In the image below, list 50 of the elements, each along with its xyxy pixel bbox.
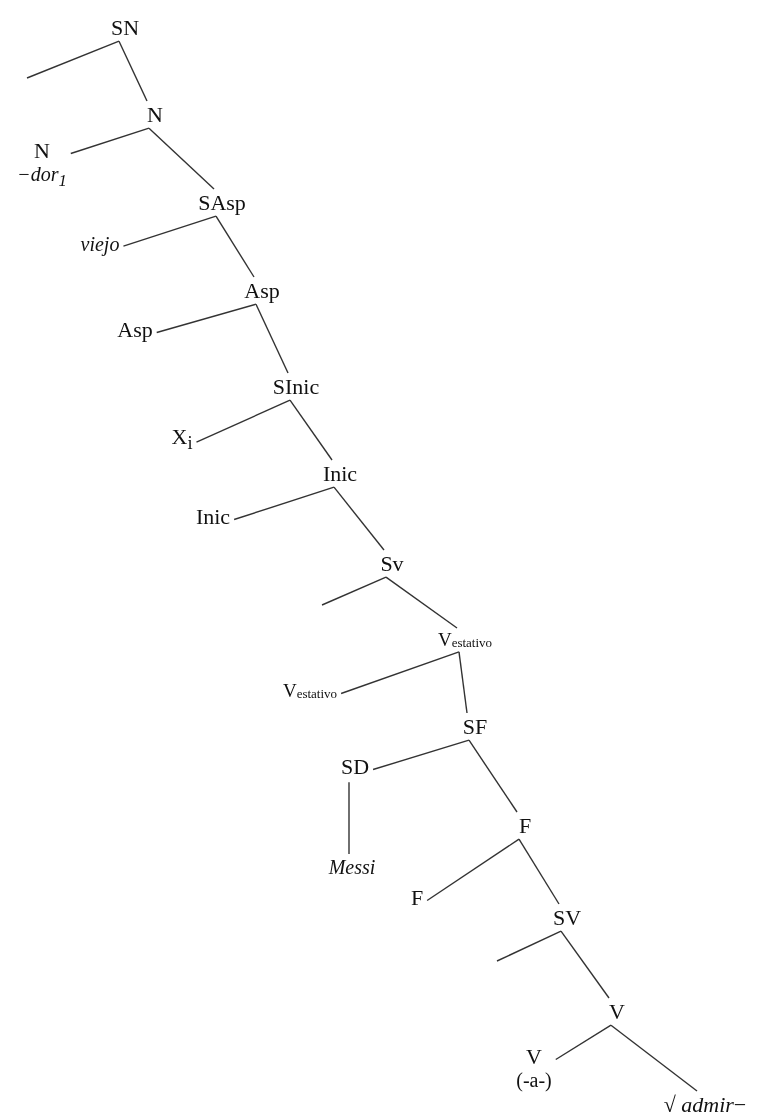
- tree-branch-line: [215, 215, 255, 278]
- tree-branch-line: [156, 303, 257, 334]
- tree-branch-line: [118, 40, 148, 102]
- tree-node-label: Asp: [117, 318, 153, 343]
- node-label: N: [33, 139, 51, 164]
- tree-node-label: V$_{estativo}$: [437, 630, 493, 651]
- tree-node-label: V: [609, 1000, 625, 1025]
- tree-branch-line: [610, 1024, 698, 1092]
- tree-node-label: viejo: [80, 233, 120, 255]
- tree-node-label: V$_{estativo}$: [282, 681, 338, 702]
- tree-node-label: Asp: [244, 279, 280, 304]
- tree-branch-line: [458, 651, 468, 714]
- empty-branch-line: [496, 930, 562, 962]
- node-label: V: [525, 1045, 543, 1070]
- node-sublabel: (-a-): [516, 1069, 552, 1092]
- tree-branch-line: [148, 127, 215, 190]
- tree-branch-line: [289, 399, 333, 461]
- tree-branch-line: [518, 838, 560, 905]
- tree-branch-line: [560, 930, 610, 999]
- empty-branch-line: [26, 40, 120, 79]
- tree-node-label: SD: [340, 755, 370, 780]
- tree-node-label: SF: [462, 715, 488, 740]
- tree-node-label: X$_{i}$: [171, 425, 193, 454]
- node-sublabel: −dor$_{1}$: [17, 163, 67, 191]
- tree-node-label: Inic: [322, 462, 358, 487]
- tree-node-label: Inic: [195, 505, 231, 530]
- tree-branch-line: [426, 838, 520, 902]
- tree-branch-line: [122, 215, 217, 247]
- tree-branch-line: [385, 576, 458, 629]
- tree-node-label: F: [518, 814, 532, 839]
- tree-node-label: SN: [110, 16, 140, 41]
- tree-node-label: √ admir−: [663, 1093, 747, 1118]
- tree-branch-line: [340, 651, 460, 695]
- tree-branch-line: [468, 739, 518, 813]
- tree-node-label: F: [410, 886, 424, 911]
- tree-branch-line: [372, 739, 470, 771]
- tree-branch-line: [195, 399, 291, 443]
- tree-node-label: Sv: [380, 552, 404, 577]
- tree-node-label: Messi: [328, 856, 376, 878]
- tree-branch-line: [348, 781, 350, 855]
- tree-node-label: SAsp: [198, 191, 246, 216]
- tree-node-label: SInic: [272, 375, 320, 400]
- tree-branch-line: [233, 486, 335, 521]
- tree-branch-line: [333, 486, 385, 551]
- tree-branch-line: [255, 303, 289, 374]
- tree-node-label: SV: [552, 906, 582, 931]
- tree-branch-line: [555, 1024, 612, 1061]
- empty-branch-line: [321, 576, 387, 606]
- tree-branch-line: [70, 127, 150, 155]
- tree-node-label: N: [147, 103, 163, 128]
